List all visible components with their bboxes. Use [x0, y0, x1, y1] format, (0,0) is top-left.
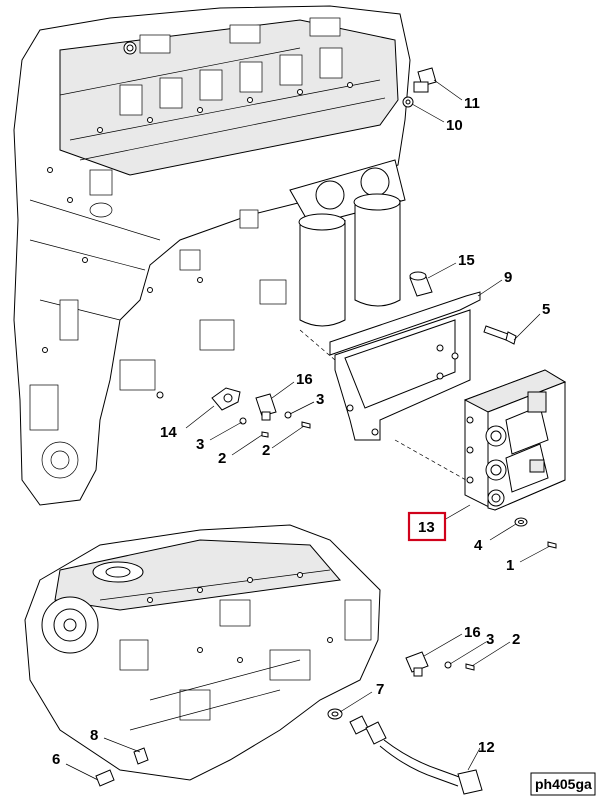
callout-5: 5 — [542, 301, 550, 318]
figure-tag: ph405ga — [530, 772, 596, 796]
fitting-8 — [133, 747, 149, 765]
screw-1 — [547, 541, 557, 549]
callout-16-upper: 16 — [296, 371, 313, 388]
callout-11: 11 — [464, 95, 480, 112]
callout-14: 14 — [160, 424, 177, 441]
sensor-16-upper — [255, 393, 277, 421]
callout-12: 12 — [478, 739, 495, 756]
fitting-11 — [413, 67, 437, 93]
mounting-bracket — [329, 291, 481, 441]
callout-13: 13 — [418, 519, 435, 536]
callout-16-lower: 16 — [464, 624, 481, 641]
callout-4: 4 — [474, 537, 483, 554]
callout-1: 1 — [506, 557, 514, 574]
callout-3-lower: 3 — [486, 631, 494, 648]
callout-15: 15 — [458, 252, 475, 269]
spacer-15 — [409, 271, 433, 297]
callout-7: 7 — [376, 681, 384, 698]
bolt-5 — [483, 325, 517, 345]
ecm-module — [463, 369, 567, 511]
fitting-7 — [327, 708, 343, 720]
callout-2-lower: 2 — [512, 631, 520, 648]
highlight-box-13 — [407, 511, 447, 542]
callout-labels: 11 10 15 9 5 16 3 14 3 2 2 13 4 1 16 3 2… — [52, 95, 550, 768]
sensor-14 — [211, 387, 241, 411]
small-fasteners-lower — [444, 661, 475, 671]
plug-6 — [95, 769, 115, 787]
leader-lines — [65, 79, 551, 781]
callout-8: 8 — [90, 727, 98, 744]
harness-12 — [349, 715, 483, 795]
upper-engine-block — [13, 5, 437, 506]
washer-4 — [514, 517, 528, 527]
callout-2-left: 2 — [218, 450, 226, 467]
callout-3-upper: 3 — [316, 391, 324, 408]
callout-10: 10 — [446, 117, 463, 134]
callout-6: 6 — [52, 751, 60, 768]
callout-3-left: 3 — [196, 436, 204, 453]
callout-9: 9 — [504, 269, 512, 286]
callout-2-right: 2 — [262, 442, 270, 459]
small-fasteners-upper — [239, 411, 311, 438]
lower-engine-block — [24, 524, 381, 781]
figure-tag-text: ph405ga — [535, 776, 592, 792]
fitting-10 — [402, 96, 414, 108]
sensor-16-lower — [405, 651, 429, 677]
